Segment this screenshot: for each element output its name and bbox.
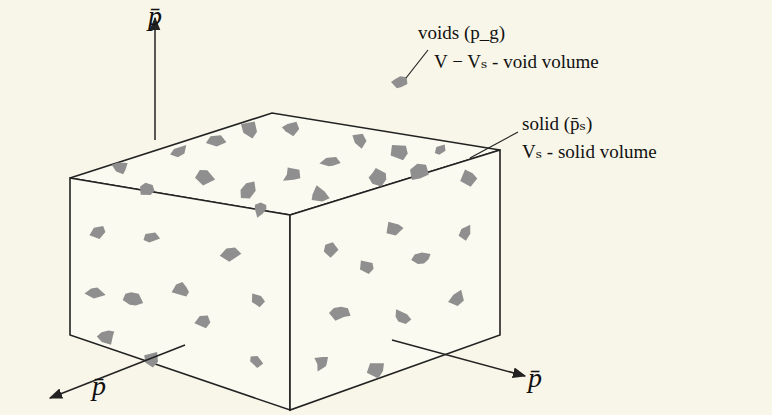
void-pore [123,292,144,305]
void-pore [170,145,186,157]
pressure-label: p̄ [528,362,542,394]
callout-label: Vₛ - solid volume [522,140,657,163]
void-pore [140,183,154,195]
void-pore [329,307,351,321]
void-pore [369,168,387,186]
void-pore [448,290,464,306]
void-pore [241,182,256,199]
void-pore [396,309,412,324]
void-pore [283,167,300,180]
void-pore [312,185,330,201]
void-pore [391,76,407,88]
right-face [290,150,500,410]
void-pore [252,294,265,308]
leader-line [470,132,518,158]
void-pore [460,169,477,186]
void-pore [360,261,374,275]
void-pore [89,226,105,239]
void-pores [85,76,478,378]
void-pore [206,135,227,146]
void-pore [435,144,446,154]
void-pore [195,170,215,186]
callout-label: solid (p̄ₛ) [522,112,592,135]
void-pore [194,315,210,328]
left-face [70,178,290,410]
void-pore [241,121,257,138]
void-pore [324,242,339,257]
pressure-arrow [50,345,185,398]
leader-line [406,50,428,78]
void-pore [391,145,408,160]
pressure-label: p̄ [148,0,162,32]
pressure-arrow [154,18,156,140]
void-pore [112,162,128,174]
callout-label: V − Vₛ - void volume [434,50,599,73]
void-pore [411,252,430,264]
void-pore [319,157,340,166]
void-pore [85,287,106,298]
void-pore [410,164,429,180]
void-pore [459,225,471,241]
void-pore [255,202,267,217]
void-pore [352,134,366,149]
void-pore [282,122,299,137]
void-pore [250,356,263,368]
pressure-label: p̄ [92,370,106,402]
void-pore [220,247,242,261]
pressure-arrow [392,340,525,376]
void-pore [144,232,161,242]
void-pore [387,222,404,236]
callout-label: voids (p_g) [418,22,505,44]
void-pore [367,363,384,378]
void-pore [314,357,328,371]
void-pore [97,330,115,344]
void-pore [172,282,189,297]
